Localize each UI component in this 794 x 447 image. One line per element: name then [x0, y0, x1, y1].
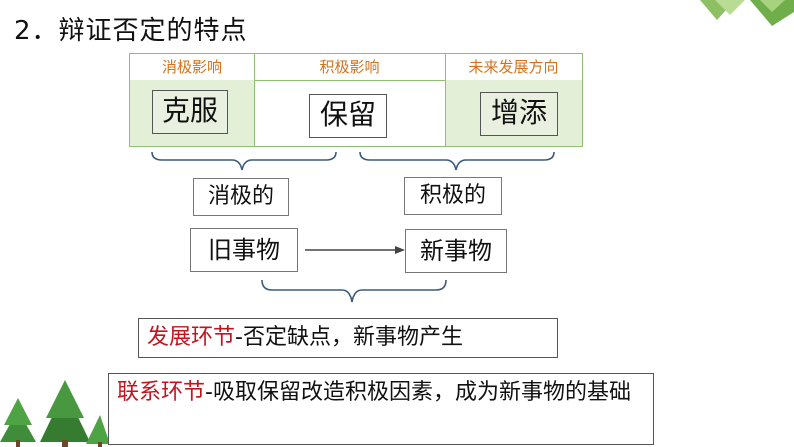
cell-negative: 克服 [130, 80, 254, 146]
page-title: 2．辩证否定的特点 [14, 16, 248, 46]
word-overcome: 克服 [152, 90, 228, 134]
header-negative-influence: 消极影响 [161, 58, 222, 76]
cell-positive: 保留 [255, 80, 445, 146]
table-divider [254, 54, 255, 146]
connection-term: 联系环节 [117, 380, 206, 405]
word-add: 增添 [480, 92, 558, 136]
header-future-direction: 未来发展方向 [468, 58, 559, 76]
label-negative: 消极的 [193, 178, 289, 216]
brace-negative-connector [151, 151, 337, 171]
header-positive-influence: 积极影响 [319, 58, 380, 76]
old-thing-box: 旧事物 [190, 228, 298, 272]
forest-trees-icon [0, 380, 110, 447]
influence-table: 消极影响 积极影响 未来发展方向 克服 保留 增添 [129, 53, 583, 147]
connection-text: -吸取保留改造积极因素，成为新事物的基础 [205, 380, 631, 405]
cell-future: 增添 [446, 80, 582, 146]
new-thing-box: 新事物 [405, 229, 507, 273]
label-positive: 积极的 [404, 177, 502, 215]
table-divider [130, 80, 582, 81]
development-text: -否定缺点，新事物产生 [235, 325, 463, 350]
arrow-right-icon [305, 246, 405, 254]
table-divider [445, 54, 446, 146]
top-right-decoration-icon [700, 0, 794, 26]
brace-bottom-connector [261, 279, 447, 303]
connection-note: 联系环节-吸取保留改造积极因素，成为新事物的基础 [108, 373, 654, 445]
development-term: 发展环节 [147, 325, 236, 350]
development-note: 发展环节-否定缺点，新事物产生 [138, 318, 558, 358]
brace-positive-connector [359, 151, 555, 171]
word-retain: 保留 [309, 94, 387, 138]
